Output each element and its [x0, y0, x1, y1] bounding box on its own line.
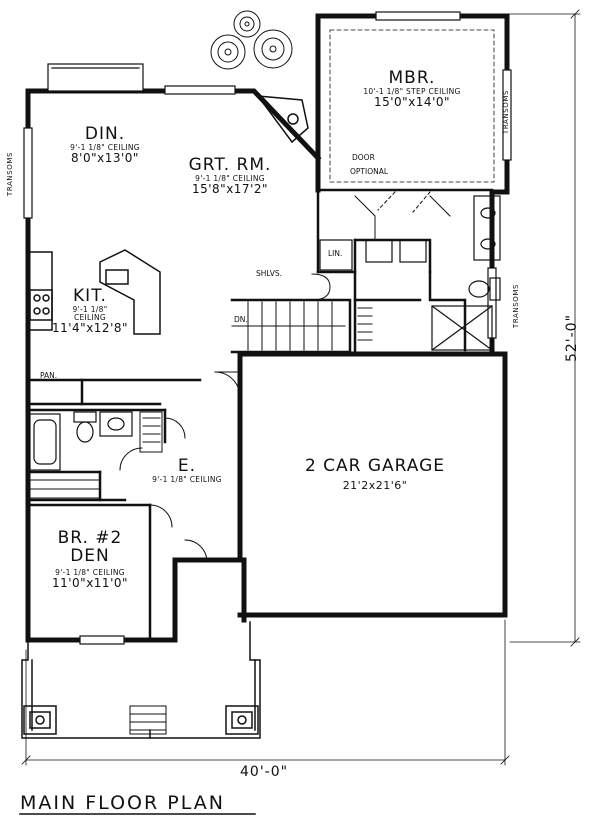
room-ceiling: 9'-1 1/8" CEILING [152, 474, 222, 484]
entry-label: E. 9'-1 1/8" CEILING [132, 456, 242, 484]
master-bedroom-label: MBR. 10'-1 1/8" STEP CEILING 15'0"x14'0" [330, 68, 494, 109]
width-dimension: 40'-0" [240, 764, 289, 780]
room-size: 8'0"x13'0" [71, 150, 139, 165]
laundry-icon [365, 239, 427, 263]
plan-title: MAIN FLOOR PLAN [20, 792, 225, 814]
bedroom-2-label: BR. #2 DEN 9'-1 1/8" CEILING 11'0"x11'0" [30, 528, 150, 590]
tree-icon [210, 34, 246, 70]
closet-shelves [29, 479, 101, 499]
shower-icon [431, 305, 493, 351]
room-name: BR. #2 [57, 528, 123, 548]
room-size: 11'4"x12'8" [51, 320, 129, 335]
room-name: MBR. [388, 68, 436, 88]
dining-room-label: DIN. 9'-1 1/8" CEILING 8'0"x13'0" [45, 124, 165, 165]
door-annotation: DOOR [352, 153, 375, 162]
room-name: GRT. RM. [188, 155, 272, 175]
room-size: 15'8"x17'2" [191, 181, 269, 196]
great-room-label: GRT. RM. 9'-1 1/8" CEILING 15'8"x17'2" [170, 155, 290, 196]
kitchen-counter [27, 249, 161, 335]
room-ceiling: 9'-1 1/8" CEILING [195, 173, 265, 183]
column-icon [23, 705, 57, 735]
planter-icon [129, 705, 167, 735]
room-name: E. [177, 456, 197, 476]
bathtub-icon [29, 413, 61, 471]
room-size: 15'0"x14'0" [373, 94, 451, 109]
toilet-icon [468, 277, 501, 301]
room-size: 11'0"x11'0" [51, 575, 129, 590]
stairs-down-annotation: DN. [234, 315, 248, 324]
depth-dimension-line [509, 9, 581, 647]
room-ceiling: 9'-1 1/8" CEILING [70, 142, 140, 152]
room-name: 2 CAR GARAGE [304, 456, 446, 476]
column-icon [225, 705, 259, 735]
room-name: DIN. [84, 124, 126, 144]
tree-icon [233, 10, 261, 38]
door-swings [119, 371, 241, 563]
step-ceiling-outline [329, 29, 495, 183]
vanity-icon [473, 195, 501, 261]
pantry-annotation: PAN. [40, 371, 58, 380]
room-size: 21'2x21'6" [342, 478, 408, 492]
depth-dimension: 52'-0" [564, 313, 581, 363]
interior-walls [26, 188, 494, 642]
toilet-icon [73, 411, 97, 443]
windows [23, 11, 512, 645]
room-ceiling: 10'-1 1/8" STEP CEILING [363, 86, 461, 96]
room-ceiling: 9'-1 1/8" CEILING [55, 567, 125, 577]
room-name: KIT. [73, 286, 107, 306]
room-ceiling: CEILING [73, 312, 107, 322]
transoms-annotation: TRANSOMS [6, 151, 15, 197]
room-name-alt: DEN [70, 545, 110, 566]
linen-annotation: LIN. [328, 249, 343, 258]
shelves-annotation: SHLVS. [256, 269, 283, 278]
garage-label: 2 CAR GARAGE 21'2x21'6" [250, 456, 500, 492]
transoms-annotation: TRANSOMS [502, 89, 511, 135]
kitchen-label: KIT. 9'-1 1/8" CEILING 11'4"x12'8" [50, 286, 130, 335]
width-dimension-line [21, 619, 510, 766]
stairs-icon [231, 301, 346, 351]
transoms-annotation: TRANSOMS [512, 283, 521, 329]
shelves-icon [311, 273, 373, 341]
optional-door [377, 191, 431, 213]
sink-icon [99, 411, 133, 437]
room-ceiling: 9'-1 1/8" [72, 304, 108, 314]
linen-closet [319, 239, 353, 271]
fireplace-icon [256, 95, 309, 144]
tree-icon [253, 29, 293, 69]
optional-annotation: OPTIONAL [350, 167, 389, 176]
